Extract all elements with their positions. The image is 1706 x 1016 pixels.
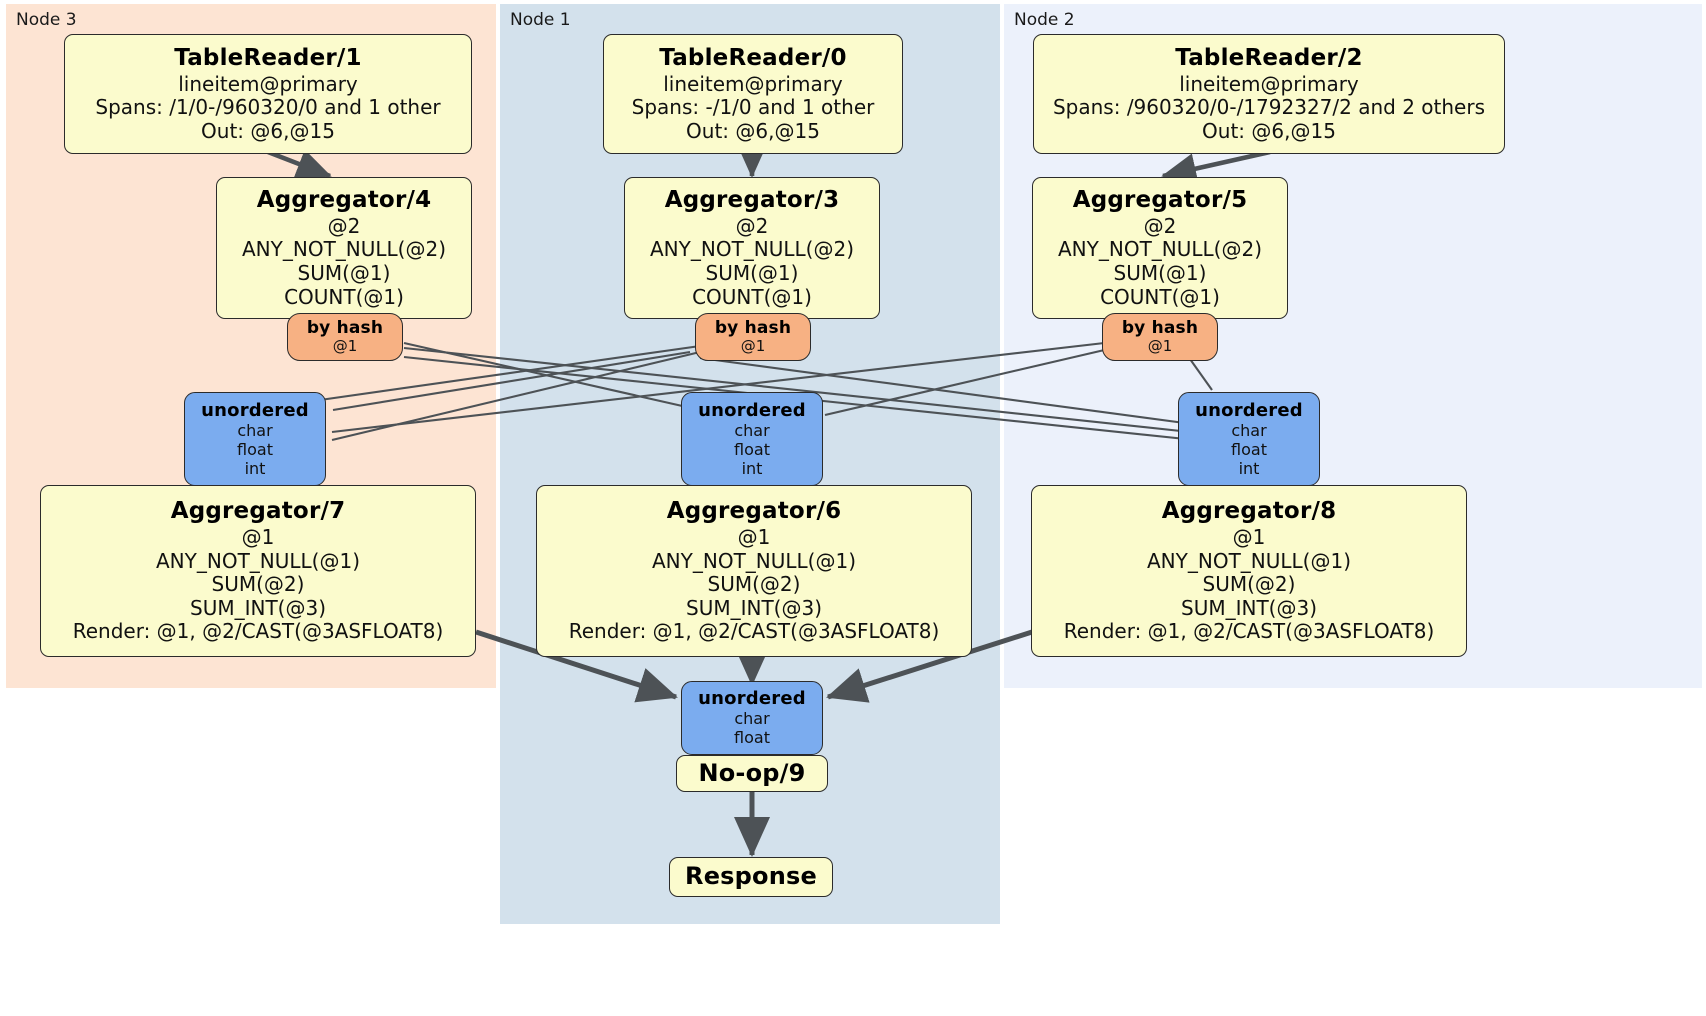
synchronizer-title: unordered bbox=[698, 688, 806, 709]
processor-aggregator-5[interactable]: Aggregator/5 @2 ANY_NOT_NULL(@2) SUM(@1)… bbox=[1032, 177, 1288, 319]
processor-line: SUM_INT(@3) bbox=[686, 595, 822, 620]
processor-line: Out: @6,@15 bbox=[686, 118, 820, 143]
router-title: by hash bbox=[306, 318, 384, 339]
synchronizer-line: char bbox=[237, 420, 273, 440]
processor-aggregator-4[interactable]: Aggregator/4 @2 ANY_NOT_NULL(@2) SUM(@1)… bbox=[216, 177, 472, 319]
router-title: by hash bbox=[1121, 318, 1199, 339]
router-line: @1 bbox=[1147, 337, 1173, 356]
synchronizer-line: int bbox=[741, 458, 763, 478]
processor-line: @1 bbox=[241, 525, 275, 550]
processor-line: @2 bbox=[735, 213, 769, 238]
synchronizer-line: float bbox=[734, 439, 770, 459]
processor-line: Out: @6,@15 bbox=[1202, 118, 1336, 143]
processor-line: COUNT(@1) bbox=[1100, 284, 1220, 309]
processor-title: Aggregator/4 bbox=[256, 186, 432, 213]
processor-line: ANY_NOT_NULL(@1) bbox=[156, 548, 360, 573]
router-by-hash-right[interactable]: by hash @1 bbox=[1102, 313, 1218, 361]
processor-title: TableReader/0 bbox=[659, 44, 847, 71]
processor-line: Render: @1, @2/CAST(@3ASFLOAT8) bbox=[1063, 619, 1435, 644]
synchronizer-line: char bbox=[1231, 420, 1267, 440]
router-line: @1 bbox=[332, 337, 358, 356]
synchronizer-line: char bbox=[734, 709, 770, 729]
processor-line: COUNT(@1) bbox=[284, 284, 404, 309]
synchronizer-line: float bbox=[1231, 439, 1267, 459]
processor-line: lineitem@primary bbox=[1179, 71, 1359, 96]
processor-title: Aggregator/7 bbox=[170, 497, 346, 524]
processor-aggregator-3[interactable]: Aggregator/3 @2 ANY_NOT_NULL(@2) SUM(@1)… bbox=[624, 177, 880, 319]
processor-line: ANY_NOT_NULL(@2) bbox=[1058, 237, 1262, 262]
processor-line: SUM(@2) bbox=[1202, 572, 1296, 597]
processor-line: Spans: -/1/0 and 1 other bbox=[631, 95, 875, 120]
processor-line: @2 bbox=[1143, 213, 1177, 238]
processor-line: SUM(@2) bbox=[707, 572, 801, 597]
processor-line: ANY_NOT_NULL(@1) bbox=[652, 548, 856, 573]
processor-tablereader-2[interactable]: TableReader/2 lineitem@primary Spans: /9… bbox=[1033, 34, 1505, 154]
processor-line: Render: @1, @2/CAST(@3ASFLOAT8) bbox=[568, 619, 940, 644]
synchronizer-unordered-right[interactable]: unordered char float int bbox=[1178, 392, 1320, 486]
synchronizer-unordered-center[interactable]: unordered char float int bbox=[681, 392, 823, 486]
processor-line: lineitem@primary bbox=[178, 71, 358, 96]
synchronizer-unordered-final[interactable]: unordered char float bbox=[681, 681, 823, 755]
processor-title: Aggregator/6 bbox=[666, 497, 842, 524]
synchronizer-title: unordered bbox=[1195, 399, 1303, 421]
processor-line: ANY_NOT_NULL(@2) bbox=[242, 237, 446, 262]
synchronizer-line: float bbox=[237, 439, 273, 459]
processor-line: @1 bbox=[737, 525, 771, 550]
processor-line: Render: @1, @2/CAST(@3ASFLOAT8) bbox=[72, 619, 444, 644]
processor-aggregator-7[interactable]: Aggregator/7 @1 ANY_NOT_NULL(@1) SUM(@2)… bbox=[40, 485, 476, 657]
router-by-hash-left[interactable]: by hash @1 bbox=[287, 313, 403, 361]
processor-title: Response bbox=[685, 862, 817, 891]
processor-title: TableReader/2 bbox=[1175, 44, 1363, 71]
processor-line: SUM(@1) bbox=[297, 261, 391, 286]
processor-line: SUM_INT(@3) bbox=[190, 595, 326, 620]
processor-title: Aggregator/8 bbox=[1161, 497, 1337, 524]
node-region-label: Node 2 bbox=[1014, 10, 1075, 30]
processor-title: Aggregator/3 bbox=[664, 186, 840, 213]
processor-line: SUM_INT(@3) bbox=[1181, 595, 1317, 620]
processor-tablereader-0[interactable]: TableReader/0 lineitem@primary Spans: -/… bbox=[603, 34, 903, 154]
processor-tablereader-1[interactable]: TableReader/1 lineitem@primary Spans: /1… bbox=[64, 34, 472, 154]
synchronizer-line: int bbox=[244, 458, 266, 478]
processor-line: lineitem@primary bbox=[663, 71, 843, 96]
processor-line: SUM(@2) bbox=[211, 572, 305, 597]
processor-title: TableReader/1 bbox=[174, 44, 362, 71]
processor-line: ANY_NOT_NULL(@1) bbox=[1147, 548, 1351, 573]
processor-line: ANY_NOT_NULL(@2) bbox=[650, 237, 854, 262]
node-region-label: Node 3 bbox=[16, 10, 77, 30]
synchronizer-line: float bbox=[734, 728, 770, 748]
processor-line: Spans: /960320/0-/1792327/2 and 2 others bbox=[1052, 95, 1485, 120]
synchronizer-line: int bbox=[1238, 458, 1260, 478]
synchronizer-unordered-left[interactable]: unordered char float int bbox=[184, 392, 326, 486]
router-line: @1 bbox=[740, 337, 766, 356]
synchronizer-title: unordered bbox=[201, 399, 309, 421]
router-title: by hash bbox=[714, 318, 792, 339]
processor-line: Out: @6,@15 bbox=[201, 118, 335, 143]
router-by-hash-center[interactable]: by hash @1 bbox=[695, 313, 811, 361]
processor-line: SUM(@1) bbox=[705, 261, 799, 286]
processor-line: @1 bbox=[1232, 525, 1266, 550]
synchronizer-title: unordered bbox=[698, 399, 806, 421]
processor-no-op-9[interactable]: No-op/9 bbox=[676, 755, 828, 792]
processor-line: SUM(@1) bbox=[1113, 261, 1207, 286]
node-region-label: Node 1 bbox=[510, 10, 571, 30]
processor-title: No-op/9 bbox=[698, 758, 806, 787]
processor-aggregator-6[interactable]: Aggregator/6 @1 ANY_NOT_NULL(@1) SUM(@2)… bbox=[536, 485, 972, 657]
processor-title: Aggregator/5 bbox=[1072, 186, 1248, 213]
processor-aggregator-8[interactable]: Aggregator/8 @1 ANY_NOT_NULL(@1) SUM(@2)… bbox=[1031, 485, 1467, 657]
processor-line: COUNT(@1) bbox=[692, 284, 812, 309]
processor-response[interactable]: Response bbox=[669, 857, 833, 897]
processor-line: @2 bbox=[327, 213, 361, 238]
synchronizer-line: char bbox=[734, 420, 770, 440]
processor-line: Spans: /1/0-/960320/0 and 1 other bbox=[95, 95, 441, 120]
